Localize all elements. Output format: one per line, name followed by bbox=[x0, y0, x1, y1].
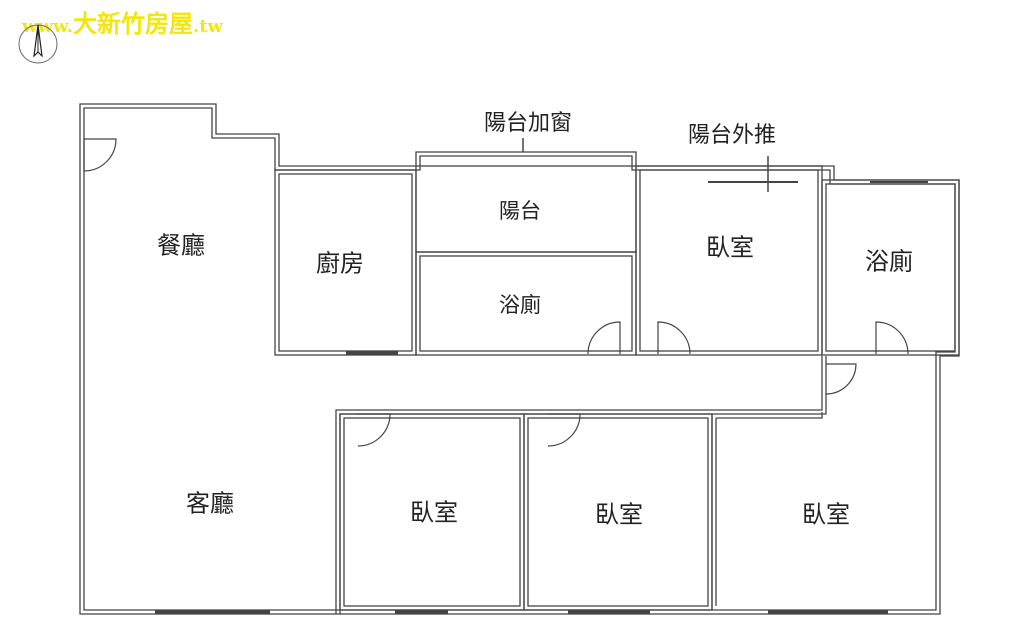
room-label-bath2: 浴廁 bbox=[865, 247, 913, 276]
room-label-bedroom-2: 臥室 bbox=[595, 500, 643, 529]
watermark-logo: www.大新竹房屋.tw bbox=[22, 4, 223, 39]
room-label-balcony: 陽台 bbox=[499, 199, 541, 223]
room-label-dining: 餐廳 bbox=[157, 231, 205, 260]
compass-icon bbox=[18, 24, 58, 64]
room-label-living: 客廳 bbox=[186, 489, 234, 518]
room-label-bedroom-3: 臥室 bbox=[802, 500, 850, 529]
room-label-bath1: 浴廁 bbox=[499, 293, 541, 317]
annotation-balcony-window: 陽台加窗 bbox=[483, 111, 573, 136]
windows bbox=[155, 181, 928, 614]
room-label-bedroom-1: 臥室 bbox=[410, 498, 458, 527]
watermark-name: 大新竹房屋 bbox=[72, 9, 193, 38]
room-label-bedroom-top: 臥室 bbox=[706, 233, 754, 262]
door-swing-icon bbox=[83, 138, 909, 447]
annotation-balcony-push: 陽台外推 bbox=[687, 123, 777, 148]
inner-walls bbox=[274, 165, 960, 614]
watermark-prefix: www. bbox=[22, 16, 73, 37]
room-label-kitchen: 廚房 bbox=[316, 249, 364, 278]
watermark-suffix: .tw bbox=[192, 16, 224, 37]
annotation-pointers bbox=[522, 138, 769, 192]
